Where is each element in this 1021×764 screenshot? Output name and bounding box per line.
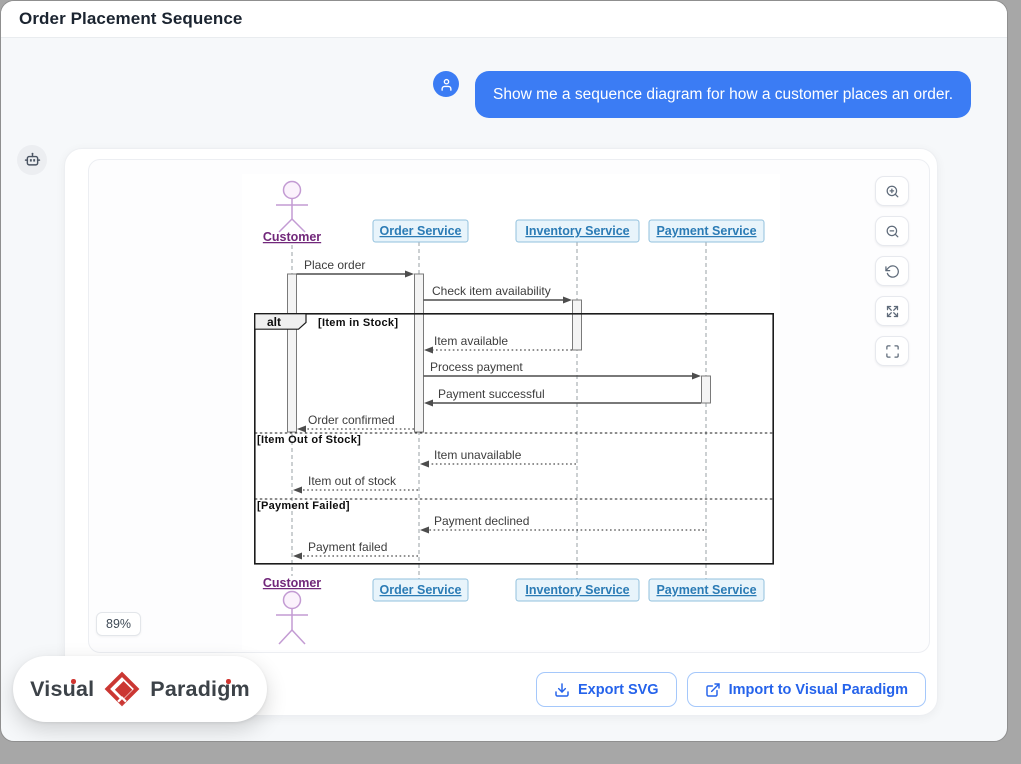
message-order-confirmed: Order confirmed [297,413,414,433]
participant-box-order-service-top: Order Service [372,219,469,243]
message-payment-failed: Payment failed [293,540,418,560]
import-to-visual-paradigm-button[interactable]: Import to Visual Paradigm [686,672,926,707]
message-label: Item out of stock [308,474,397,488]
actor-label-customer-top: Customer [263,230,321,244]
message-label: Payment declined [434,514,529,528]
reset-view-button[interactable] [875,256,909,286]
message-label: Order confirmed [308,413,395,427]
bot-avatar [17,145,47,175]
expand-button[interactable] [875,296,909,326]
sequence-diagram: Customer Order Service Inventory Service… [242,174,780,650]
customer-actor-top [276,180,308,233]
visual-paradigm-logo[interactable]: Visual Paradigm [13,656,267,722]
actor-label-customer-bottom: Customer [263,576,321,590]
message-label: Check item availability [432,284,551,298]
participant-box-payment-service-top: Payment Service [648,219,765,243]
user-message-text: Show me a sequence diagram for how a cus… [493,85,954,103]
page-title: Order Placement Sequence [19,9,243,28]
message-process-payment: Process payment [423,360,701,380]
diagram-card: Customer Order Service Inventory Service… [64,148,938,716]
message-item-out-of-stock: Item out of stock [293,474,418,494]
import-label: Import to Visual Paradigm [728,681,908,698]
alt-operator-pentagon [254,313,307,330]
user-chat-bubble: Show me a sequence diagram for how a cus… [475,71,972,118]
logo-word-paradigm: Paradigm [150,676,250,701]
fullscreen-icon [885,344,900,359]
robot-icon [23,151,42,170]
message-label: Item unavailable [434,448,522,462]
zoom-level-badge: 89% [96,612,142,636]
visual-paradigm-diamond-icon [103,670,141,708]
guard-payment-failed: [Payment Failed] [257,500,350,512]
download-icon [554,682,570,698]
message-item-available: Item available [424,334,572,354]
sequence-diagram-svg: Customer Order Service Inventory Service… [254,180,775,645]
viewer-controls [875,176,909,366]
activation-customer [287,273,297,433]
participant-box-inventory-service-bottom: Inventory Service [515,578,640,602]
card-footer: Export SVG Import to Visual Paradigm [536,672,926,707]
app-window: Order Placement Sequence Show me a seque… [0,0,1008,742]
user-avatar [433,71,459,97]
guard-item-out-of-stock: [Item Out of Stock] [257,434,361,446]
fullscreen-button[interactable] [875,336,909,366]
message-place-order: Place order [296,258,414,278]
message-label: Item available [434,334,508,348]
participant-label: Order Service [380,583,462,597]
alt-fragment-frame [254,313,775,565]
zoom-in-icon [885,184,900,199]
participant-label: Inventory Service [525,224,629,238]
message-payment-successful: Payment successful [424,387,701,407]
activation-payment-service [701,375,711,404]
reset-view-icon [884,264,900,279]
message-payment-declined: Payment declined [420,514,704,534]
header-bar: Order Placement Sequence [1,1,1007,38]
message-label: Payment failed [308,540,387,554]
participant-box-order-service-bottom: Order Service [372,578,469,602]
message-item-unavailable: Item unavailable [420,448,576,468]
participant-label: Inventory Service [525,583,629,597]
diagram-canvas[interactable]: Customer Order Service Inventory Service… [88,159,930,653]
logo-red-dot-1 [71,679,76,684]
alt-operator-label: alt [267,315,281,329]
external-link-icon [705,682,721,698]
export-svg-label: Export SVG [578,681,659,698]
message-label: Place order [304,258,365,272]
participant-label: Order Service [380,224,462,238]
message-label: Payment successful [438,387,545,401]
participant-box-payment-service-bottom: Payment Service [648,578,765,602]
export-svg-button[interactable]: Export SVG [536,672,677,707]
participant-box-inventory-service-top: Inventory Service [515,219,640,243]
zoom-out-icon [885,224,900,239]
user-icon [439,77,454,92]
zoom-in-button[interactable] [875,176,909,206]
message-label: Process payment [430,360,523,374]
logo-red-dot-2 [226,679,231,684]
customer-actor-bottom [276,590,308,645]
zoom-out-button[interactable] [875,216,909,246]
expand-icon [885,304,900,319]
activation-inventory-service [572,299,582,351]
logo-word-visual: Visual [30,676,95,701]
participant-label: Payment Service [656,224,756,238]
activation-order-service [414,273,424,433]
message-check-item-availability: Check item availability [423,284,572,304]
participant-label: Payment Service [656,583,756,597]
guard-item-in-stock: [Item in Stock] [318,317,398,329]
